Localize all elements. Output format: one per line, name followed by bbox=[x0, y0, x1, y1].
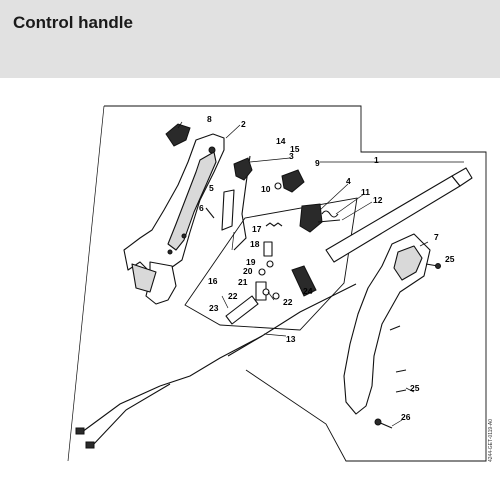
header-band: Control handle bbox=[0, 0, 500, 78]
housing-screw-b bbox=[167, 249, 173, 255]
valve-18 bbox=[263, 241, 273, 257]
housing-screw-a bbox=[181, 233, 187, 239]
callout-13: 13 bbox=[286, 334, 296, 344]
cable-wire-a bbox=[81, 385, 161, 433]
small-screw bbox=[205, 207, 215, 219]
throttle-trigger bbox=[233, 157, 253, 181]
callout-14: 14 bbox=[276, 136, 286, 146]
callout-26: 26 bbox=[401, 412, 411, 422]
frame-left-edge bbox=[67, 105, 105, 462]
callout-12: 12 bbox=[373, 195, 383, 205]
callout-17: 17 bbox=[252, 224, 262, 234]
switch-knob bbox=[165, 123, 191, 147]
callout-5: 5 bbox=[209, 183, 214, 193]
screw-25b bbox=[389, 325, 401, 331]
callout-1: 1 bbox=[374, 155, 379, 165]
callout-23: 23 bbox=[209, 303, 219, 313]
callout-9: 9 bbox=[315, 158, 320, 168]
callout-20: 20 bbox=[243, 266, 253, 276]
callout-2: 2 bbox=[241, 119, 246, 129]
cable-end-a bbox=[75, 427, 85, 435]
cable-end-b bbox=[85, 441, 95, 449]
seal-22a bbox=[262, 288, 270, 296]
leader-lines bbox=[177, 121, 464, 427]
trigger-pivot bbox=[208, 146, 216, 154]
callout-19: 19 bbox=[246, 257, 256, 267]
shift-lever bbox=[221, 189, 235, 231]
callout-25b: 25 bbox=[410, 383, 420, 393]
document-code: 4244-GET-0119-A0 bbox=[488, 419, 494, 462]
callout-3: 3 bbox=[289, 151, 294, 161]
torsion-spring bbox=[321, 210, 339, 218]
screw-25a-head bbox=[435, 263, 441, 269]
callout-7: 7 bbox=[434, 232, 439, 242]
screw-25d bbox=[395, 389, 407, 393]
exploded-parts-diagram: 1 2 3 4 5 6 7 8 9 10 11 12 13 14 15 16 1… bbox=[0, 78, 500, 477]
tube-end bbox=[451, 167, 473, 187]
o-ring-19 bbox=[266, 260, 274, 268]
callout-21: 21 bbox=[238, 277, 248, 287]
screw-25c bbox=[395, 369, 407, 373]
callout-16: 16 bbox=[208, 276, 218, 286]
screw-26-head bbox=[374, 418, 382, 426]
callout-15: 15 bbox=[290, 144, 300, 154]
inset-frame bbox=[184, 197, 358, 331]
spring-17 bbox=[265, 222, 283, 227]
spring-pin bbox=[317, 219, 341, 223]
handle-housing-inner bbox=[167, 151, 217, 251]
bowden-cable bbox=[159, 283, 357, 387]
cable-wire-b bbox=[91, 383, 171, 447]
callout-4: 4 bbox=[346, 176, 351, 186]
lock-spring bbox=[274, 182, 282, 190]
lock-lever bbox=[281, 169, 305, 193]
rotor-24 bbox=[291, 265, 317, 297]
callout-10: 10 bbox=[261, 184, 271, 194]
callout-24: 24 bbox=[303, 286, 313, 296]
side-cover-top bbox=[393, 245, 423, 281]
handle-foot bbox=[131, 263, 157, 293]
callout-11: 11 bbox=[361, 187, 370, 197]
seal-22b bbox=[272, 292, 280, 300]
callout-18: 18 bbox=[250, 239, 260, 249]
o-ring-20 bbox=[258, 268, 266, 276]
side-cover bbox=[343, 233, 431, 415]
page-title: Control handle bbox=[13, 13, 133, 32]
interlock-lever bbox=[299, 203, 323, 233]
callout-22b: 22 bbox=[283, 297, 293, 307]
assembly-frame bbox=[104, 105, 487, 462]
bowden-cable-sheath bbox=[227, 335, 263, 357]
callout-8: 8 bbox=[207, 114, 212, 124]
callout-22a: 22 bbox=[228, 291, 238, 301]
callout-6: 6 bbox=[199, 203, 204, 213]
shaft-23 bbox=[225, 295, 259, 325]
callout-25a: 25 bbox=[445, 254, 455, 264]
